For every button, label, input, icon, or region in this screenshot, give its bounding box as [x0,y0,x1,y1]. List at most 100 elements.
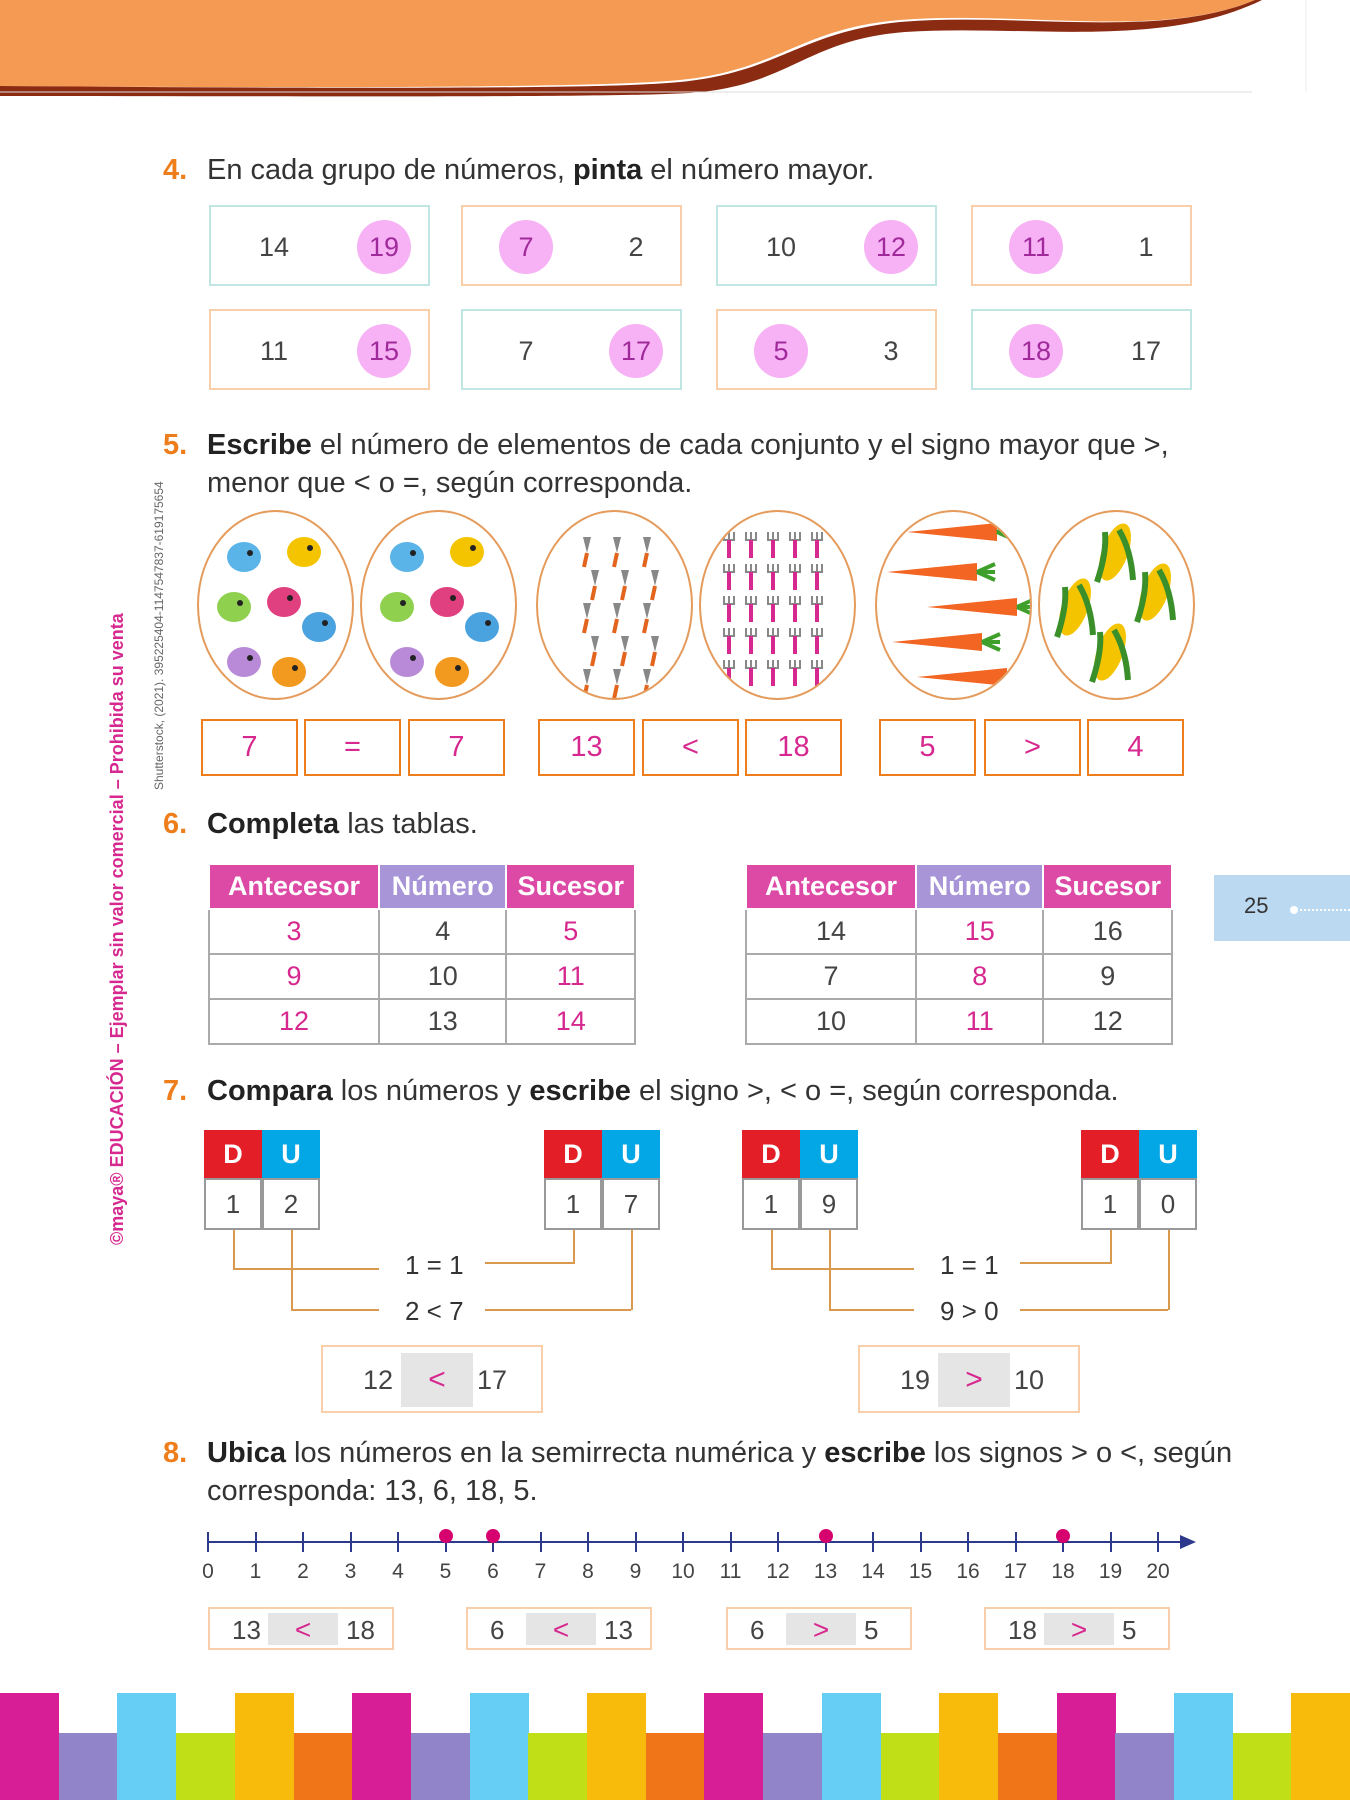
tick-label: 10 [671,1560,695,1583]
column-header: Antecesor [744,863,918,910]
highlighted-number[interactable]: 15 [357,324,411,378]
corn-illustration [1054,523,1176,683]
number-line [208,1541,1186,1543]
table-cell[interactable]: 5 [505,908,636,955]
birds-illustration [380,537,499,687]
decorative-stripe [821,1693,881,1800]
table-cell: 10 [744,998,918,1045]
number-b: 17 [477,1365,508,1395]
comparison-sign-box[interactable]: < [642,719,739,776]
tick-label: 14 [861,1560,885,1583]
number-line-tick [872,1532,874,1552]
highlighted-number[interactable]: 18 [1009,324,1063,378]
comparison-sign[interactable]: > [786,1613,856,1645]
trowels-illustration [582,537,659,698]
count-box[interactable]: 7 [408,719,505,776]
table-cell[interactable]: 3 [207,908,381,955]
number-line-tick [1014,1532,1017,1552]
question-7: 7.Compara los números y escribe el signo… [163,1075,1119,1107]
number[interactable]: 2 [628,232,644,262]
decorative-stripe [1232,1733,1292,1800]
number-line-tick [919,1532,922,1552]
tick-label: 19 [1098,1560,1123,1583]
comparison-sign[interactable]: < [401,1353,473,1407]
tick-label: 17 [1003,1560,1028,1583]
table-cell[interactable]: 9 [207,953,381,1000]
table-cell: 9 [1042,953,1173,1000]
decorative-stripe [469,1693,529,1800]
table-cell: 13 [378,998,508,1045]
comparison-sign[interactable]: < [526,1613,596,1645]
count-box[interactable]: 18 [745,719,842,776]
number-a: 13 [232,1615,261,1645]
connector-line [829,1309,914,1311]
comparison-result-box: 12<17 [321,1345,543,1413]
count-box[interactable]: 13 [538,719,635,776]
number[interactable]: 14 [258,232,290,262]
number[interactable]: 17 [1130,336,1162,366]
highlighted-number[interactable]: 12 [864,220,918,274]
comparison-sign[interactable]: > [1044,1613,1114,1645]
number[interactable]: 1 [1138,232,1154,262]
count-box[interactable]: 4 [1087,719,1184,776]
number-line-tick [1109,1532,1112,1552]
number-a: 18 [1008,1615,1037,1645]
comparison-sign[interactable]: > [938,1353,1010,1407]
count-box[interactable]: 7 [201,719,298,776]
highlighted-number[interactable]: 11 [1009,220,1063,274]
tick-label: 3 [344,1560,357,1583]
tens-digit: 1 [544,1178,602,1230]
forks-illustration [723,532,823,686]
comparison-sign-box[interactable]: = [304,719,401,776]
tick-label: 20 [1146,1560,1170,1583]
decorative-stripe [58,1733,118,1800]
table-cell[interactable]: 14 [505,998,636,1045]
connector-line [485,1262,573,1264]
column-header: Número [378,863,508,910]
highlighted-number[interactable]: 17 [609,324,663,378]
highlighted-number[interactable]: 19 [357,220,411,274]
table-cell[interactable]: 11 [505,953,636,1000]
number[interactable]: 11 [259,336,289,366]
number-b: 13 [604,1615,633,1645]
highlighted-number[interactable]: 7 [499,220,553,274]
connector-line [233,1230,235,1269]
set-oval-birds [197,510,354,700]
decorative-stripe [528,1733,588,1800]
table-cell[interactable]: 12 [207,998,381,1045]
connector-line [1020,1262,1110,1264]
table-cell[interactable]: 11 [915,998,1045,1045]
tens-comparison: 1 = 1 [940,1250,999,1280]
table-cell[interactable]: 15 [915,908,1045,955]
decorative-stripe [939,1693,999,1800]
decorative-stripe [0,1693,59,1800]
number-group-box: 14 19 [209,205,430,286]
count-box[interactable]: 5 [879,719,976,776]
highlighted-number[interactable]: 5 [754,324,808,378]
number-line-tick [1157,1532,1159,1552]
tick-label: 4 [392,1560,404,1583]
number-a: 6 [750,1615,765,1645]
number-group-box: 11 15 [209,309,430,390]
number-group-box: 7 17 [461,309,682,390]
number-line-tick [254,1532,257,1552]
comparison-sign[interactable]: < [268,1613,338,1645]
tick-label: 16 [956,1560,980,1583]
connector-line [233,1268,379,1270]
number[interactable]: 7 [518,336,534,366]
decorative-stripe [1174,1693,1233,1800]
comparison-sign-box[interactable]: > [984,719,1081,776]
number[interactable]: 3 [883,336,899,366]
table-cell[interactable]: 8 [915,953,1045,1000]
number[interactable]: 10 [765,232,797,262]
number-b: 5 [1122,1615,1137,1645]
column-header: Sucesor [505,863,636,910]
